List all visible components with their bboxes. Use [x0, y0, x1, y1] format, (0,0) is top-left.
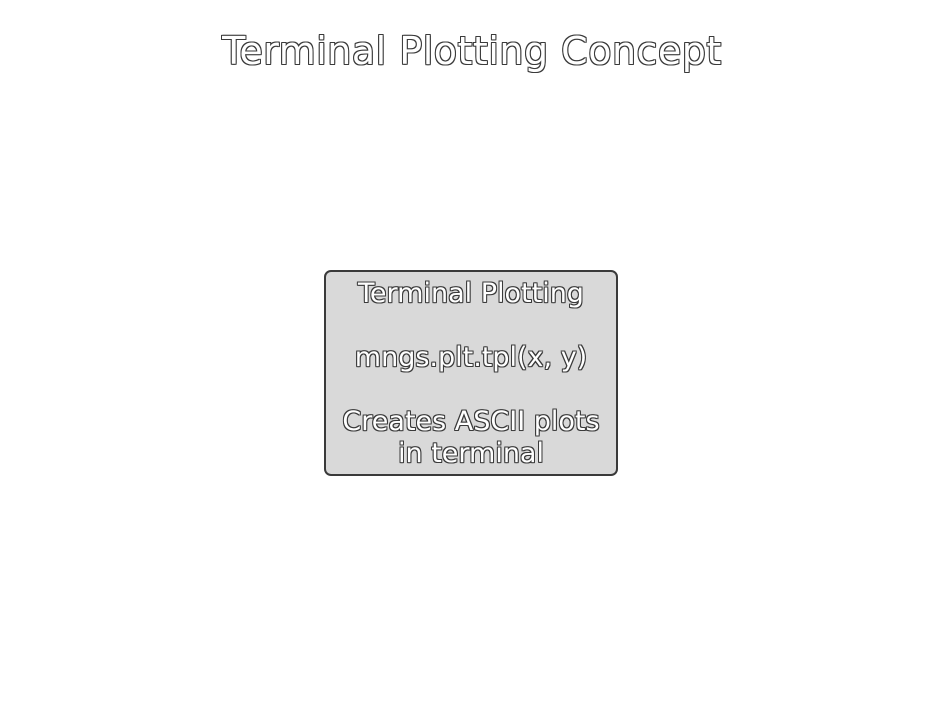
node-description-line-2: in terminal — [398, 438, 544, 469]
node-heading: Terminal Plotting — [358, 278, 584, 309]
page-title: Terminal Plotting Concept — [222, 29, 722, 73]
terminal-plotting-node: Terminal Plotting mngs.plt.tpl(x, y) Cre… — [324, 270, 618, 476]
node-description-line-1: Creates ASCII plots — [342, 406, 600, 437]
node-code-snippet: mngs.plt.tpl(x, y) — [354, 342, 588, 373]
